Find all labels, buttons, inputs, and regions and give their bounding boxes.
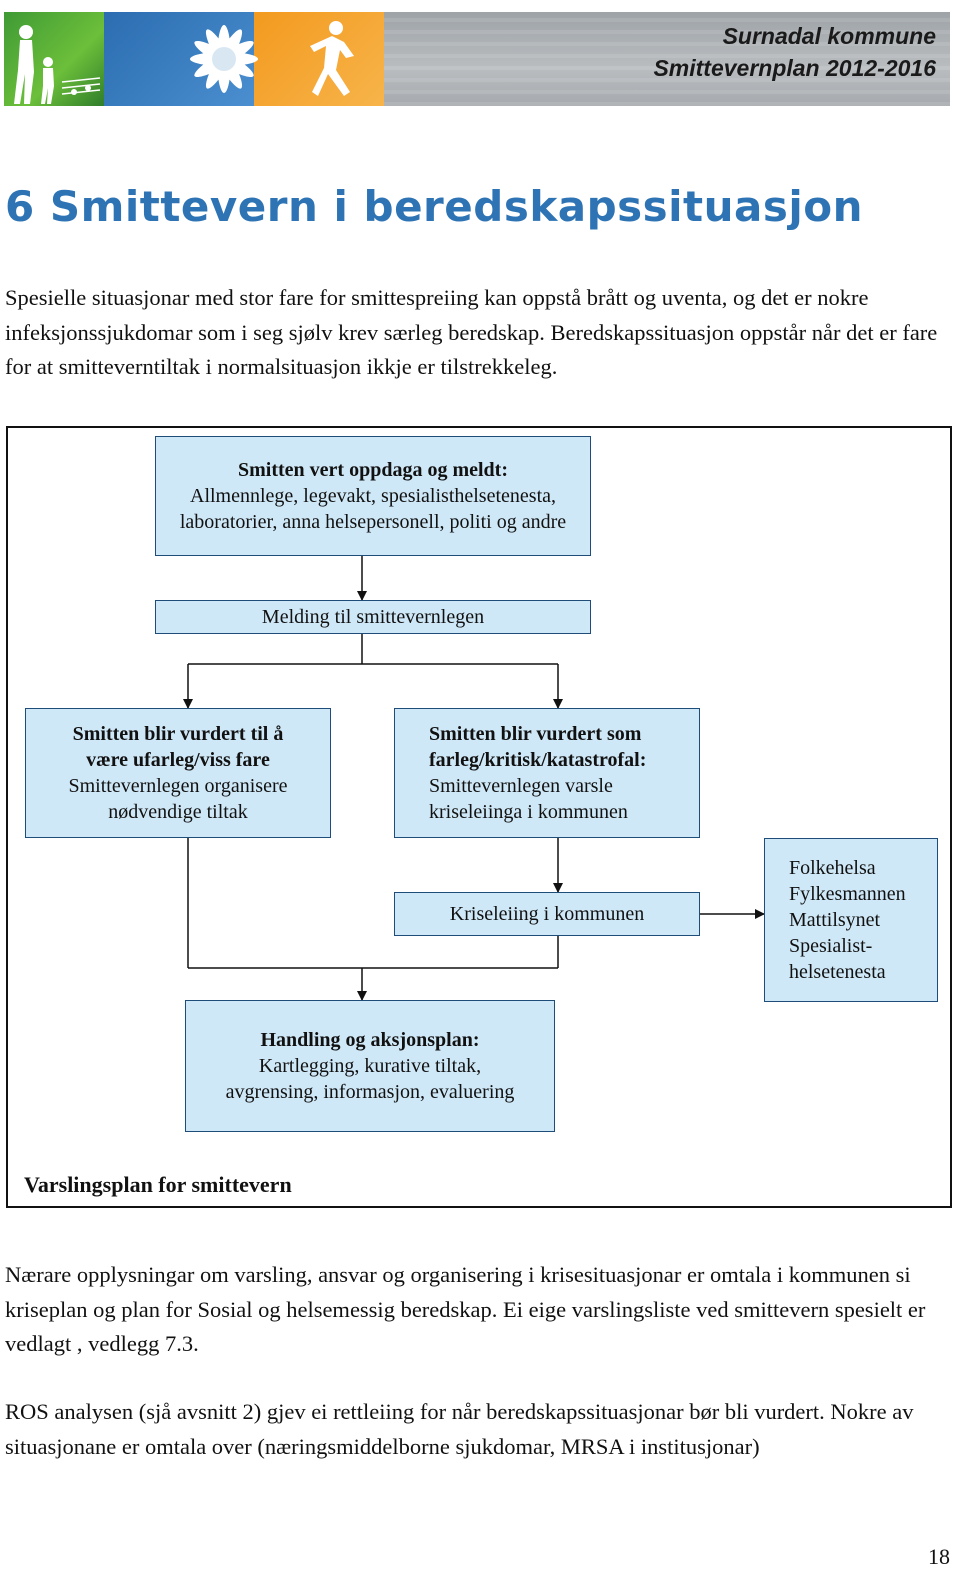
crisis-box: Kriseleiing i kommunen	[394, 892, 700, 936]
detected-line-1: Allmennlege, legevakt, spesialisthelsete…	[190, 485, 556, 507]
action-heading: Handling og aksjonsplan:	[260, 1029, 480, 1051]
header-doc: Smittevernplan 2012-2016	[653, 55, 936, 81]
banner-pattern	[384, 12, 950, 106]
agency-item: Spesialist-	[789, 935, 873, 957]
detected-heading: Smitten vert oppdaga og meldt:	[238, 459, 508, 481]
page-title: 6 Smittevern i beredskapssituasjon	[5, 182, 864, 231]
header-org: Surnadal kommune	[722, 23, 936, 49]
flow-connectors	[183, 556, 765, 1001]
action-line-1: Kartlegging, kurative tiltak,	[258, 1055, 482, 1077]
header-title: Surnadal kommune Smittevernplan 2012-201…	[653, 20, 936, 84]
harmless-line-2: nødvendige tiltak	[108, 801, 248, 823]
agencies-box: Folkehelsa Fylkesmannen Mattilsynet Spes…	[764, 838, 938, 1002]
action-box: Handling og aksjonsplan: Kartlegging, ku…	[185, 1000, 555, 1132]
family-silhouette-icon	[14, 25, 101, 104]
report-label: Melding til smittevernlegen	[261, 606, 485, 628]
dangerous-heading-1: Smitten blir vurdert som	[429, 723, 642, 745]
detected-box: Smitten vert oppdaga og meldt: Allmennle…	[155, 436, 591, 556]
harmless-line-1: Smittevernlegen organisere	[68, 775, 288, 797]
harmless-box: Smitten blir vurdert til å være ufarleg/…	[25, 708, 331, 838]
runner-silhouette-icon	[310, 21, 354, 96]
agency-item: Folkehelsa	[789, 857, 876, 879]
crisis-label: Kriseleiing i kommunen	[449, 903, 645, 925]
dangerous-line-2: kriseleiinga i kommunen	[429, 801, 628, 823]
flower-icon	[190, 25, 258, 93]
harmless-heading-1: Smitten blir vurdert til å	[72, 723, 284, 745]
action-line-2: avgrensing, informasjon, evaluering	[225, 1081, 515, 1103]
report-box: Melding til smittevernlegen	[155, 600, 591, 634]
agency-item: Fylkesmannen	[789, 883, 906, 905]
dangerous-box: Smitten blir vurdert som farleg/kritisk/…	[394, 708, 700, 838]
header-banner: Surnadal kommune Smittevernplan 2012-201…	[4, 12, 950, 106]
notification-flow-diagram: Smitten vert oppdaga og meldt: Allmennle…	[6, 426, 952, 1208]
intro-paragraph: Spesielle situasjonar med stor fare for …	[5, 285, 938, 379]
agency-item: helsetenesta	[789, 961, 886, 983]
ros-paragraph: ROS analysen (sjå avsnitt 2) gjev ei ret…	[5, 1399, 914, 1459]
details-paragraph: Nærare opplysningar om varsling, ansvar …	[5, 1262, 926, 1356]
detected-line-2: laboratorier, anna helsepersonell, polit…	[179, 511, 567, 533]
dangerous-heading-2: farleg/kritisk/katastrofal:	[429, 749, 647, 771]
page-number: 18	[928, 1544, 950, 1569]
dangerous-line-1: Smittevernlegen varsle	[429, 775, 613, 797]
agency-item: Mattilsynet	[789, 909, 881, 931]
harmless-heading-2: være ufarleg/viss fare	[86, 749, 270, 771]
diagram-caption: Varslingsplan for smittevern	[24, 1172, 292, 1197]
